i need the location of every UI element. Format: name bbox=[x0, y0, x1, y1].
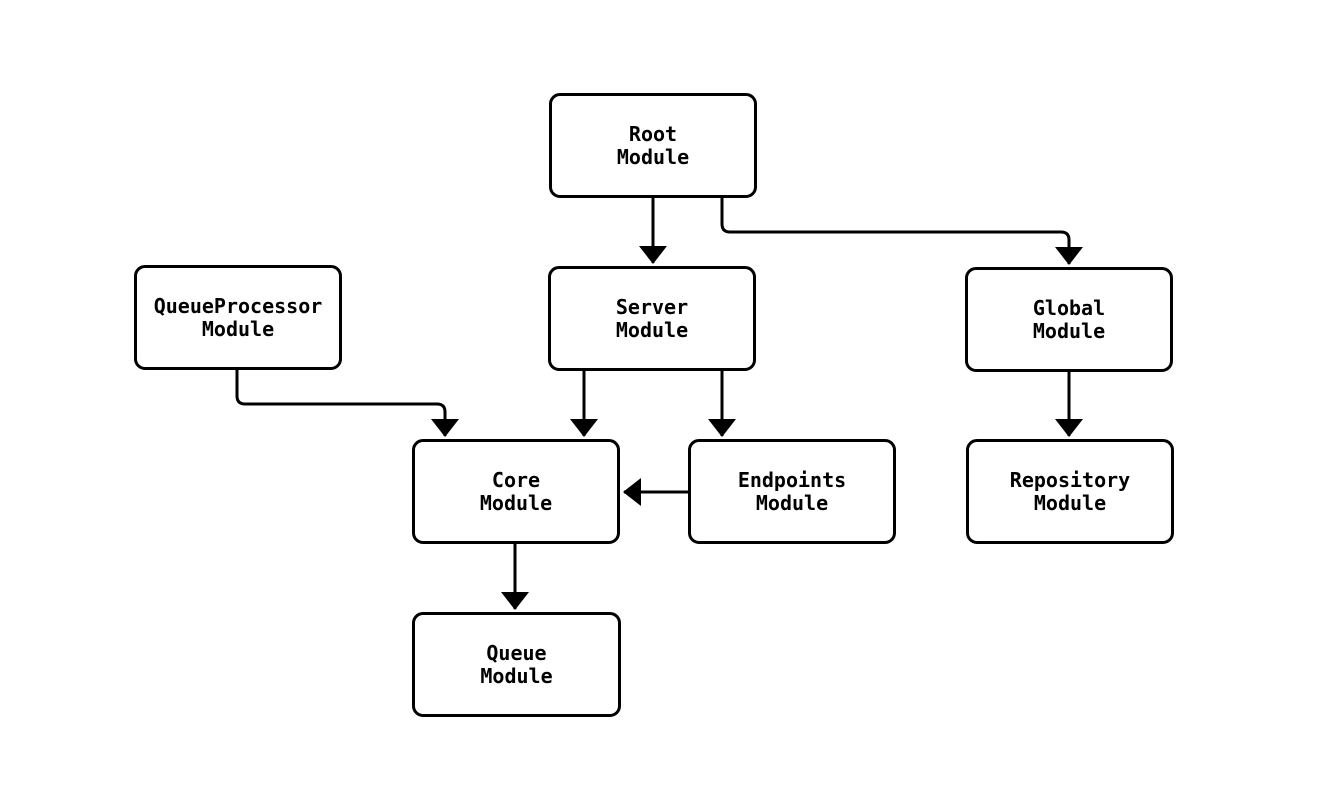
node-repository-module: Repository Module bbox=[966, 439, 1174, 544]
node-core-module: Core Module bbox=[412, 439, 620, 544]
node-endpoints-module: Endpoints Module bbox=[688, 439, 896, 544]
node-queue-module: Queue Module bbox=[412, 612, 621, 717]
edge-root-to-global bbox=[720, 198, 1083, 265]
node-queueprocessor-module: QueueProcessor Module bbox=[134, 265, 342, 370]
edge-queueprocessor-to-core bbox=[235, 370, 459, 437]
node-root-module: Root Module bbox=[549, 93, 757, 198]
node-global-module: Global Module bbox=[965, 267, 1173, 372]
node-server-module: Server Module bbox=[548, 266, 756, 371]
